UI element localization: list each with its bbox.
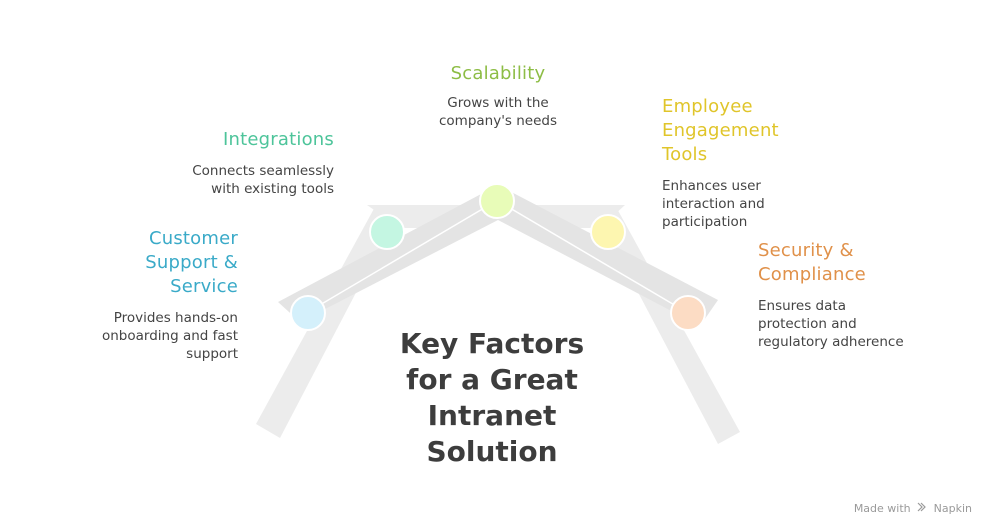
factor-description: Provides hands-on onboarding and fast su… bbox=[101, 310, 238, 362]
factor-title: Customer Support & Service bbox=[145, 228, 238, 297]
factor-security-compliance: Security & Compliance Ensures data prote… bbox=[758, 239, 958, 351]
factor-title: Security & Compliance bbox=[758, 240, 866, 285]
factor-customer-support: Customer Support & Service Provides hand… bbox=[60, 227, 238, 363]
factor-description: Enhances user interaction and participat… bbox=[662, 178, 765, 230]
node-scalability bbox=[479, 183, 515, 219]
node-integrations bbox=[369, 214, 405, 250]
napkin-logo-icon bbox=[917, 502, 927, 515]
factor-integrations: Integrations Connects seamlessly with ex… bbox=[150, 128, 334, 198]
factor-title: Employee Engagement Tools bbox=[662, 96, 779, 165]
node-employee-engagement bbox=[590, 214, 626, 250]
factor-scalability: Scalability Grows with the company's nee… bbox=[418, 62, 578, 130]
diagram-title: Key Factors for a Great Intranet Solutio… bbox=[399, 327, 585, 468]
track-beam-right bbox=[498, 185, 718, 326]
factor-description: Grows with the company's needs bbox=[438, 95, 558, 129]
factor-title: Scalability bbox=[450, 63, 546, 84]
node-security-compliance bbox=[670, 295, 706, 331]
made-with-napkin-watermark: Made with Napkin bbox=[853, 502, 972, 515]
track-beam-left bbox=[278, 185, 498, 322]
factor-description: Ensures data protection and regulatory a… bbox=[758, 298, 904, 350]
factor-title: Integrations bbox=[223, 129, 334, 150]
factor-employee-engagement: Employee Engagement Tools Enhances user … bbox=[662, 95, 842, 231]
node-customer-support bbox=[290, 295, 326, 331]
factor-description: Connects seamlessly with existing tools bbox=[192, 163, 334, 197]
